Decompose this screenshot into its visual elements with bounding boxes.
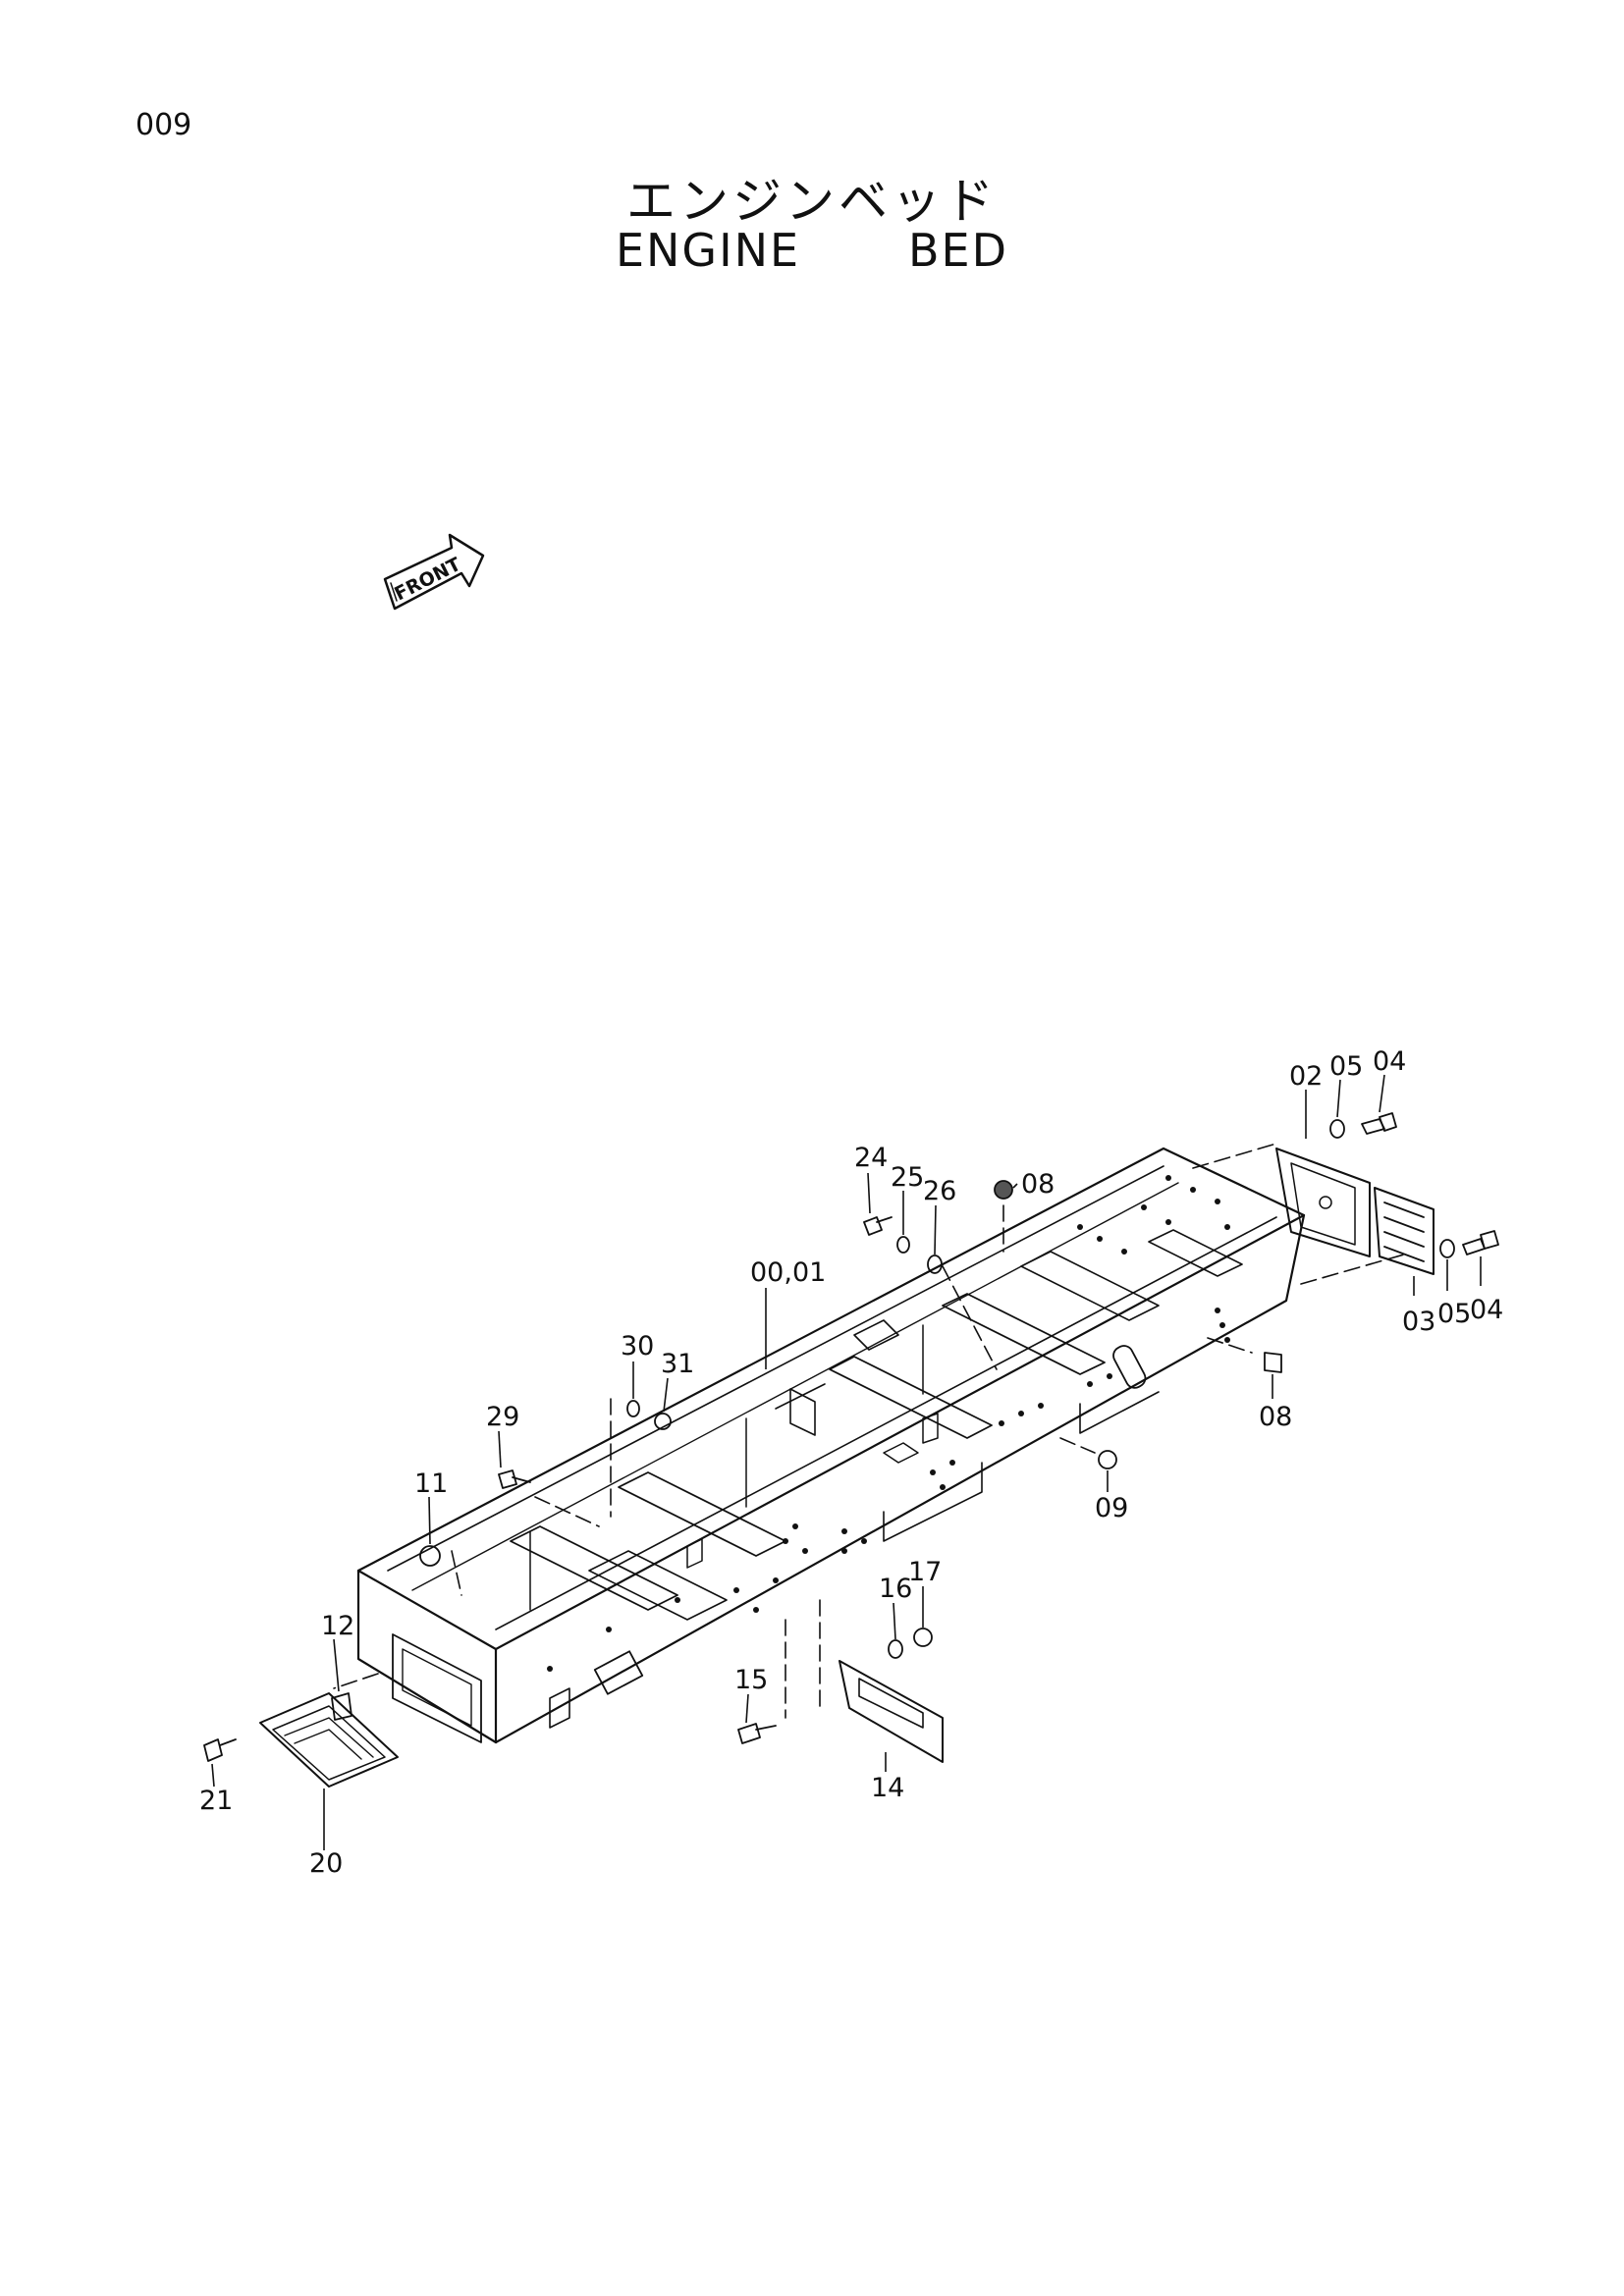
part-label: 08 [1021, 1169, 1055, 1200]
part-label: 20 [309, 1848, 343, 1879]
frame-holes [547, 1175, 1230, 1672]
rear-cover-plate-02 [1275, 1148, 1371, 1257]
part-label: 05 [1329, 1051, 1363, 1082]
page-number: 009 [135, 108, 192, 142]
side-plate-14 [839, 1660, 944, 1763]
part-label: 02 [1289, 1061, 1323, 1092]
part-label: 03 [1402, 1307, 1435, 1337]
part-label: 04 [1470, 1295, 1503, 1325]
part-label: 14 [871, 1773, 904, 1803]
part-label: 00,01 [750, 1257, 826, 1288]
grille-20 [259, 1692, 399, 1788]
part-label: 24 [854, 1143, 888, 1173]
part-label: 31 [661, 1349, 694, 1379]
part-label: 30 [621, 1331, 654, 1362]
part-label: 15 [734, 1665, 768, 1695]
part-label: 26 [923, 1176, 956, 1206]
part-label: 05 [1437, 1299, 1471, 1329]
part-label: 29 [486, 1402, 519, 1432]
front-arrow-icon [383, 533, 485, 611]
part-labels: 02 05 04 24 25 26 08 00,01 03 05 04 30 3… [199, 1046, 1503, 1879]
engine-bed-frame [356, 1147, 1306, 1744]
fasteners [203, 1112, 1499, 1762]
front-arrow-label: FRONT [391, 554, 464, 606]
part-label: 08 [1259, 1402, 1292, 1432]
part-label: 04 [1373, 1046, 1406, 1077]
label-leaders [211, 1074, 1482, 1850]
title-japanese: エンジンベッド [626, 173, 998, 230]
part-label: 16 [879, 1574, 912, 1604]
part-label: 11 [414, 1468, 448, 1499]
rear-cover-plate-03 [1374, 1187, 1435, 1275]
part-label: 25 [891, 1162, 924, 1193]
part-label: 09 [1095, 1493, 1128, 1523]
title-english: ENGINE BED [615, 224, 1009, 277]
part-label: 12 [321, 1611, 354, 1641]
part-label: 17 [908, 1557, 942, 1587]
part-label: 21 [199, 1786, 233, 1816]
